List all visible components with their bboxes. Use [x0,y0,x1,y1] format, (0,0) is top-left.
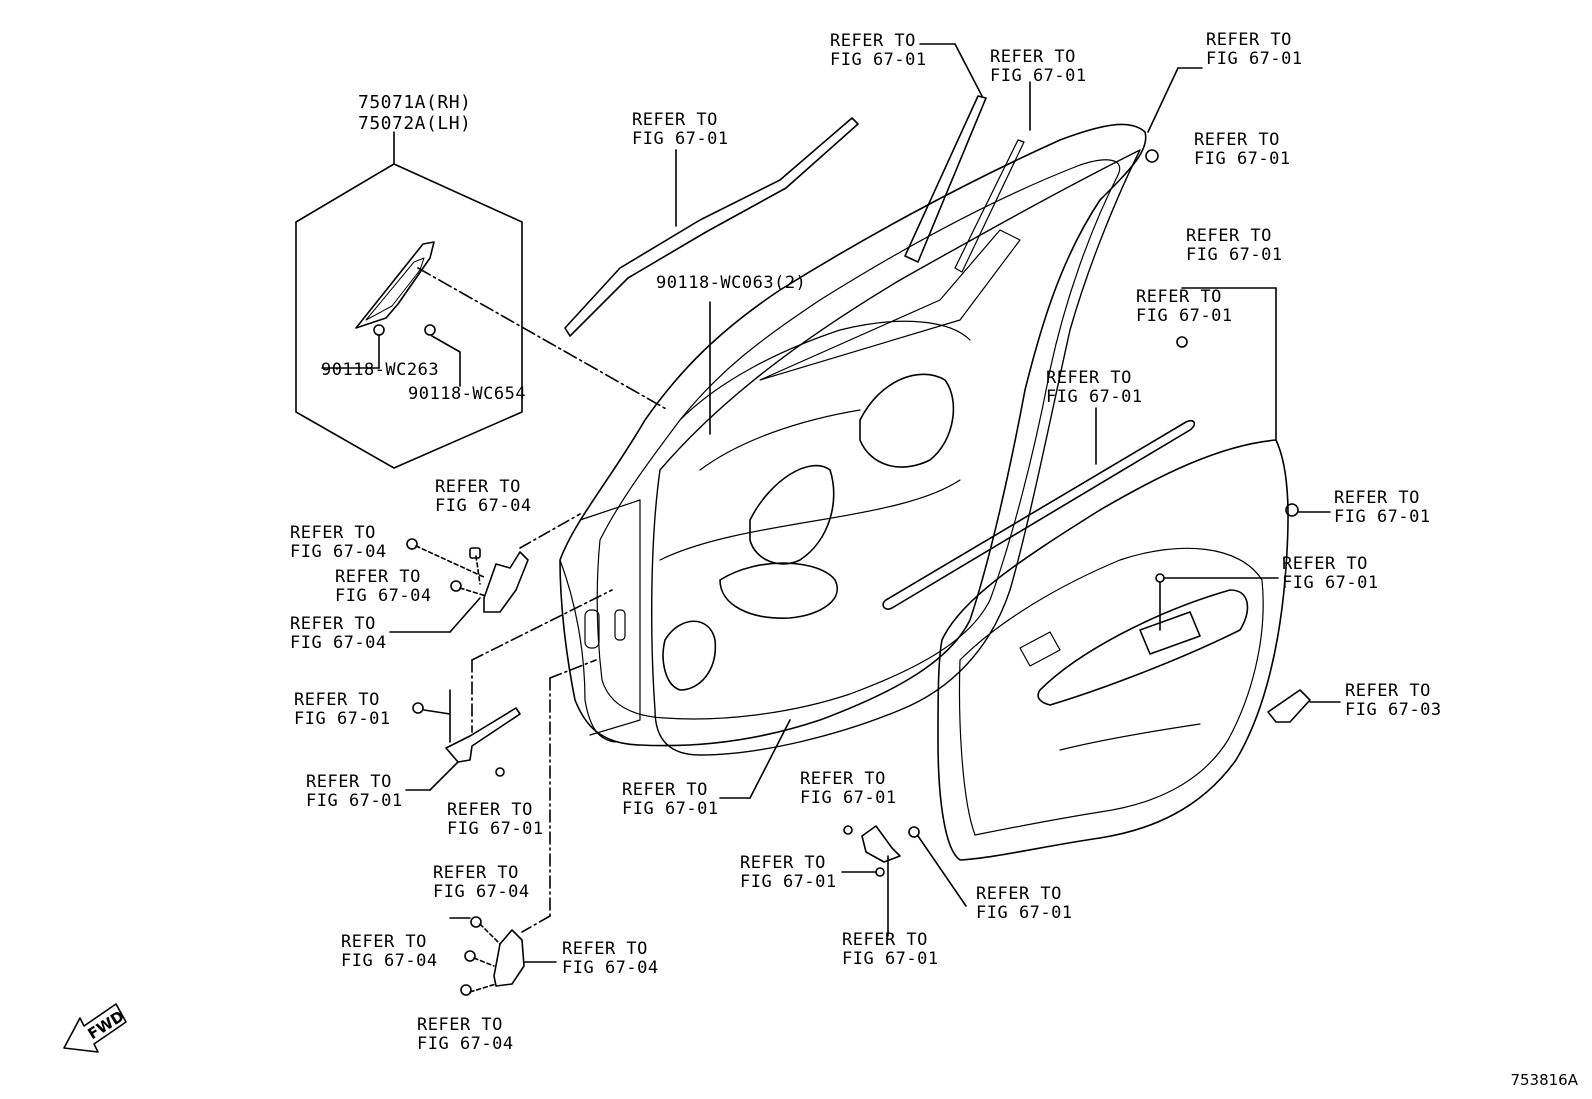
clip-icon [908,826,920,838]
upper-hinge [389,513,581,633]
weatherstrip [651,149,1141,756]
lower-hinge [460,659,597,996]
pillar-garnish [904,95,987,263]
clip-icon [424,324,436,336]
door-frame [559,123,1147,747]
part-code-clip-a: 90118-WC263 [321,360,440,380]
door-trim-panel [937,439,1289,861]
figure-id: 753816A [1510,1071,1578,1089]
part-code-lh: 75072A(LH) [358,113,472,134]
door-checker [405,589,613,791]
clip-icon [1176,336,1188,348]
clip-icon [1145,149,1159,163]
mirror-base-part [355,241,435,329]
part-code-clip-b: 90118-WC654 [408,384,527,404]
part-code-clip-c: 90118-WC063(2) [656,273,807,293]
part-code-rh: 75071A(RH) [358,92,472,113]
clip-icon [373,324,385,336]
screw-icon [1155,573,1165,583]
lower-bracket [841,825,967,937]
clip-icon [1285,503,1299,517]
fwd-label: FWD [85,1007,128,1043]
belt-moulding [882,419,1196,610]
upper-moulding [564,117,859,337]
fwd-arrow [63,1003,127,1053]
inset-hexagon [295,131,523,469]
switch-cover [1267,689,1311,723]
